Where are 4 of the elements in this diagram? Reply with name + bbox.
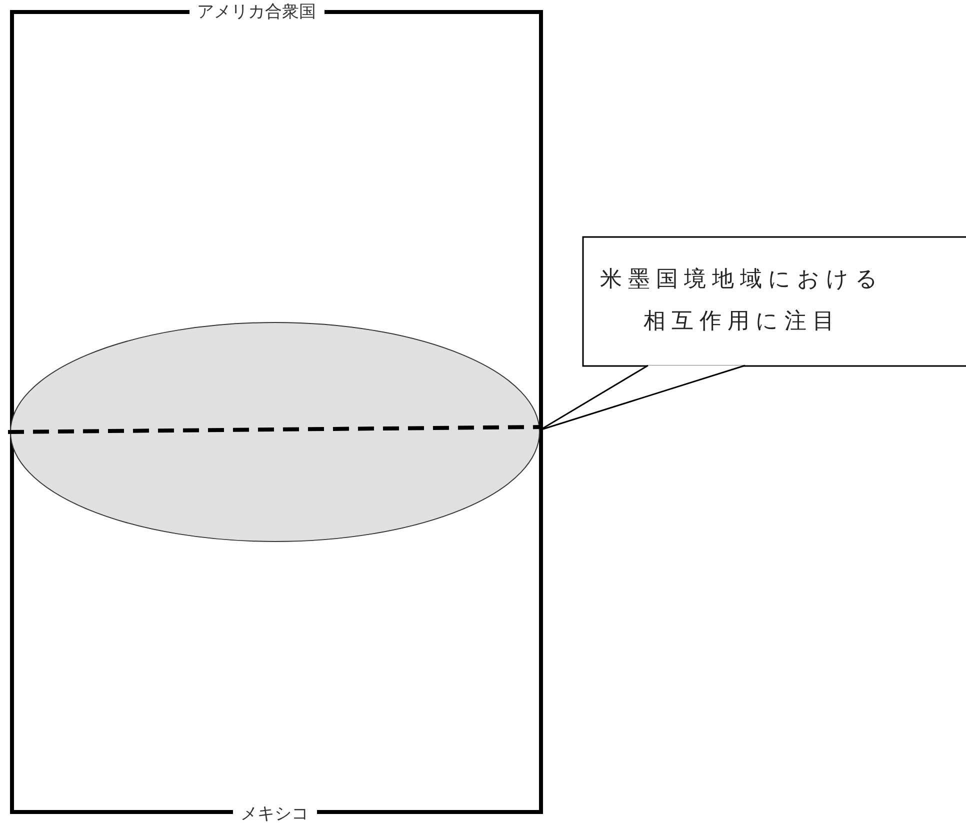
callout-text: 米墨国境地域における相互作用に注目 xyxy=(599,266,885,336)
leader-line xyxy=(540,364,746,431)
country-label: メキシコ xyxy=(232,804,316,823)
country-label: アメリカ合衆国 xyxy=(189,2,324,22)
